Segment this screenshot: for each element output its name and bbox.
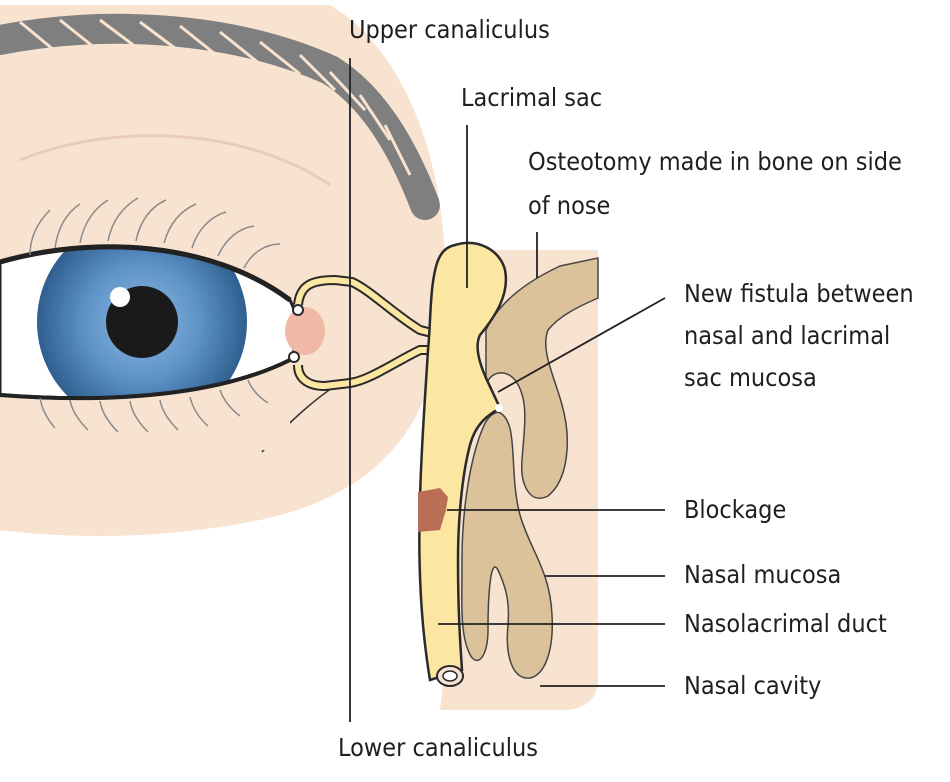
upper-lid-crease bbox=[19, 134, 331, 187]
eyebrow-hair-strokes bbox=[19, 18, 412, 176]
lacrimal-sac-and-duct bbox=[418, 241, 508, 682]
label-nasolacrimal-duct: Nasolacrimal duct bbox=[684, 609, 887, 638]
label-blockage: Blockage bbox=[684, 495, 787, 524]
caruncle bbox=[285, 307, 325, 355]
label-osteotomy-line1: Osteotomy made in bone on side bbox=[528, 147, 902, 176]
leader-fistula bbox=[497, 297, 666, 393]
upper-eyelashes bbox=[29, 197, 281, 269]
label-fistula-line1: New fistula between bbox=[684, 279, 914, 308]
label-fistula-line2: nasal and lacrimal bbox=[684, 321, 891, 350]
nasal-mucosa bbox=[461, 411, 554, 679]
upper-punctum bbox=[292, 304, 304, 316]
label-nasal-mucosa: Nasal mucosa bbox=[684, 560, 842, 589]
lower-lid-skin bbox=[0, 360, 290, 450]
label-lower-canaliculus: Lower canaliculus bbox=[338, 733, 538, 762]
label-upper-canaliculus: Upper canaliculus bbox=[349, 15, 550, 44]
label-fistula-line3: sac mucosa bbox=[684, 363, 817, 392]
label-osteotomy-line2: of nose bbox=[528, 191, 611, 220]
label-lacrimal-sac: Lacrimal sac bbox=[461, 83, 603, 112]
eye-highlight bbox=[110, 287, 130, 307]
nasal-bone-osteotomy bbox=[485, 257, 599, 499]
fistula bbox=[495, 404, 503, 412]
blockage bbox=[418, 488, 448, 532]
label-nasal-cavity: Nasal cavity bbox=[684, 671, 822, 700]
lower-eyelashes bbox=[39, 379, 269, 433]
lower-punctum bbox=[288, 351, 300, 363]
